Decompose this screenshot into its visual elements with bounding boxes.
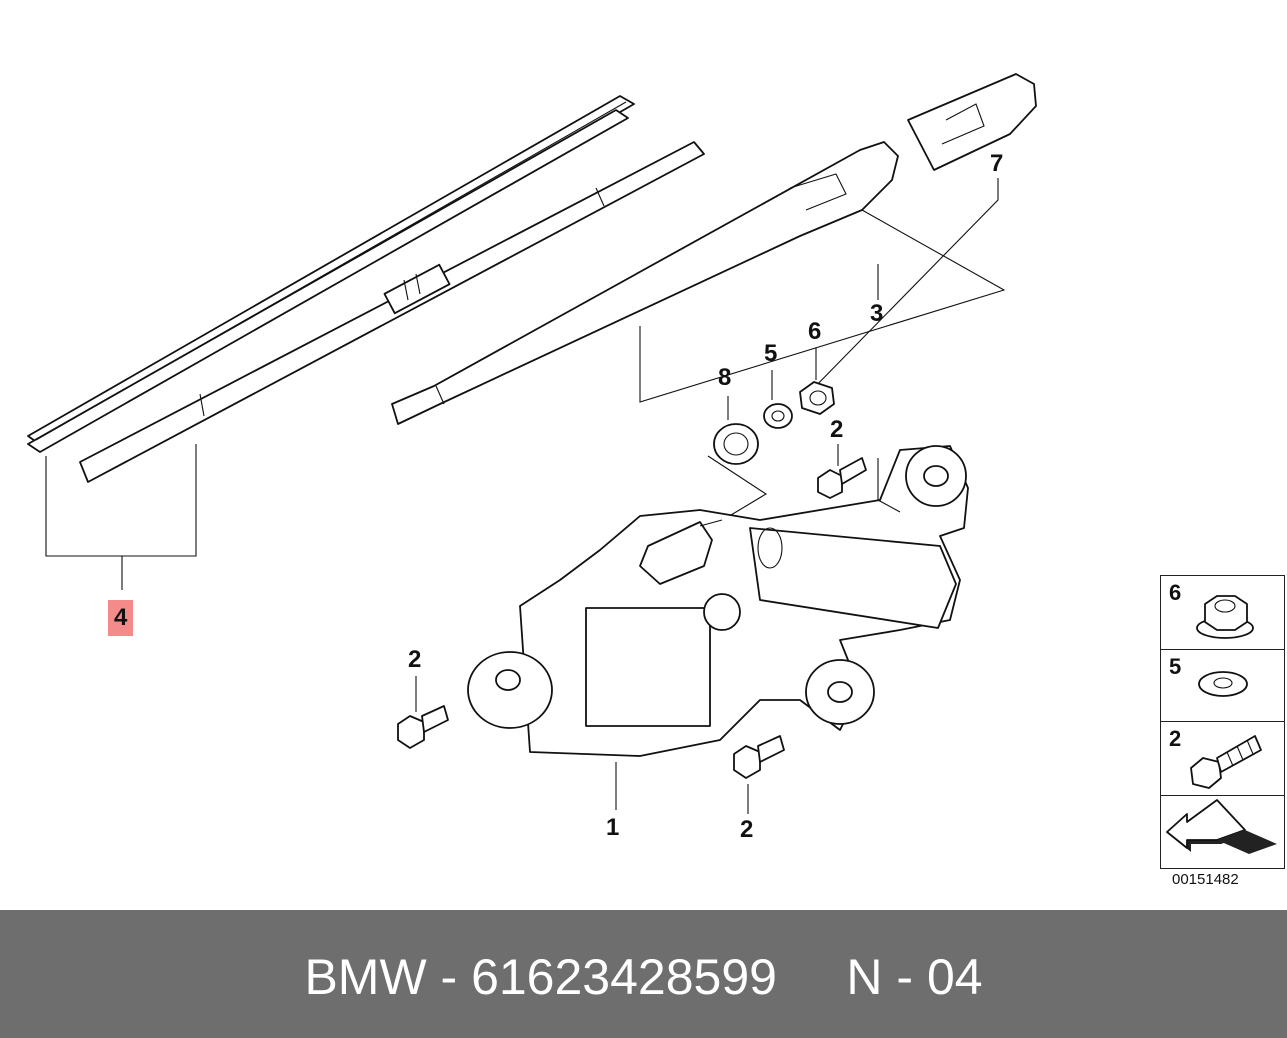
legend-number: 2 (1169, 726, 1182, 751)
hex-flange-nut-icon (1196, 595, 1254, 639)
callout-2-top: 2 (830, 416, 844, 443)
legend-item-nut: 6 (1160, 575, 1285, 651)
callout-4-highlighted[interactable]: 4 (108, 600, 134, 636)
wiper-blade-drawing[interactable] (27, 95, 705, 483)
legend-item-washer: 5 (1160, 649, 1285, 723)
legend-number: 5 (1169, 654, 1182, 679)
footer-bar: BMW - 61623428599 N - 04 (0, 910, 1287, 1038)
callout-8-guide (707, 455, 768, 525)
callout-3-bracket (639, 209, 1006, 403)
callout-6: 6 (808, 318, 822, 345)
callout-7-leader (807, 178, 999, 395)
callout-7: 7 (990, 150, 1004, 177)
bolt-bottom-drawing[interactable] (733, 735, 785, 779)
callout-4-bracket (45, 444, 197, 557)
wiper-motor-drawing[interactable] (467, 445, 969, 757)
callout-5: 5 (764, 340, 778, 367)
part-number-text: BMW - 61623428599 N - 04 (304, 949, 983, 1005)
grommet-drawing[interactable] (713, 423, 759, 465)
legend-item-bolt: 2 (1160, 721, 1285, 797)
parts-diagram (27, 73, 1037, 814)
legend-number: 6 (1169, 580, 1182, 605)
callout-2-left: 2 (408, 646, 422, 673)
arm-cover-drawing[interactable] (907, 73, 1037, 171)
nut-drawing[interactable] (799, 381, 835, 415)
legend-arrow-cell (1160, 795, 1285, 869)
washer-icon (1198, 671, 1248, 697)
hardware-legend: 6 5 2 (1160, 575, 1285, 869)
hex-bolt-icon (1190, 735, 1262, 789)
callout-1: 1 (606, 814, 620, 841)
direction-arrow-icon (1166, 799, 1277, 854)
callout-2-bottom: 2 (740, 816, 754, 843)
callout-8: 8 (718, 364, 732, 391)
bolt-left-drawing[interactable] (397, 705, 449, 749)
callout-3: 3 (870, 300, 884, 327)
catalog-number: 00151482 (1172, 871, 1239, 888)
washer-drawing[interactable] (763, 403, 793, 429)
bolt-top-drawing[interactable] (817, 457, 867, 499)
wiper-arm-drawing[interactable] (391, 141, 899, 425)
